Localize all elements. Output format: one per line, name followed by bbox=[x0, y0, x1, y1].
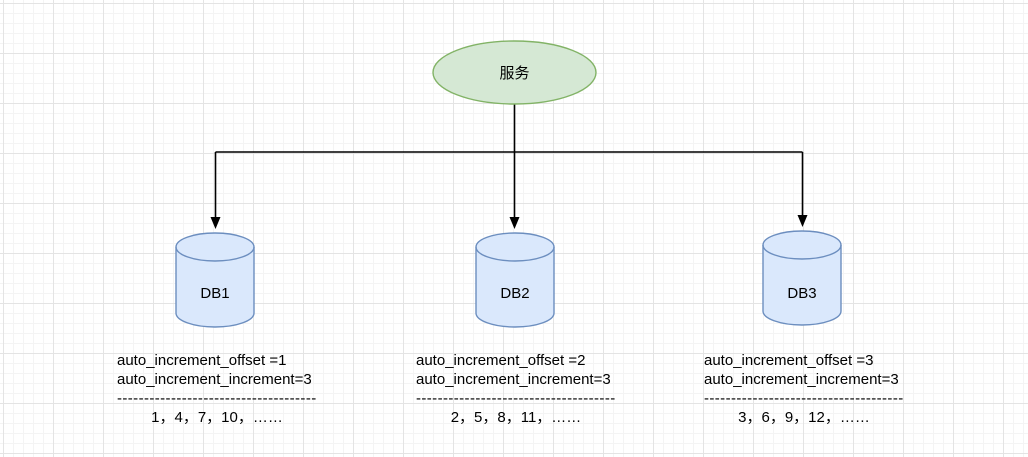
db1-increment-line: auto_increment_increment=3 bbox=[117, 371, 312, 388]
db3-sequence: 3，6，9，12，…… bbox=[738, 409, 870, 426]
db1-divider: -------------------------------------- bbox=[117, 390, 317, 407]
db3-divider: -------------------------------------- bbox=[704, 390, 904, 407]
db2-increment-line: auto_increment_increment=3 bbox=[416, 371, 611, 388]
db3-offset-line: auto_increment_offset =3 bbox=[704, 352, 874, 369]
service-node-label: 服务 bbox=[499, 65, 530, 82]
db1-cylinder[interactable] bbox=[175, 232, 255, 328]
db2-cylinder[interactable] bbox=[475, 232, 555, 328]
db1-offset-line: auto_increment_offset =1 bbox=[117, 352, 287, 369]
db3-note[interactable]: auto_increment_offset =3 auto_increment_… bbox=[704, 351, 904, 427]
db1-sequence: 1，4，7，10，…… bbox=[151, 409, 283, 426]
db3-increment-line: auto_increment_increment=3 bbox=[704, 371, 899, 388]
db2-offset-line: auto_increment_offset =2 bbox=[416, 352, 586, 369]
db3-cylinder[interactable] bbox=[762, 230, 842, 326]
db2-sequence: 2，5，8，11，…… bbox=[450, 409, 582, 426]
db2-note[interactable]: auto_increment_offset =2 auto_increment_… bbox=[416, 351, 616, 427]
connector-tree[interactable] bbox=[210, 104, 808, 229]
service-node-shape[interactable] bbox=[432, 40, 597, 105]
db2-label: DB2 bbox=[500, 284, 530, 302]
db1-note[interactable]: auto_increment_offset =1 auto_increment_… bbox=[117, 351, 317, 427]
db3-label: DB3 bbox=[787, 284, 817, 302]
db2-divider: -------------------------------------- bbox=[416, 390, 616, 407]
db1-label: DB1 bbox=[200, 284, 230, 302]
